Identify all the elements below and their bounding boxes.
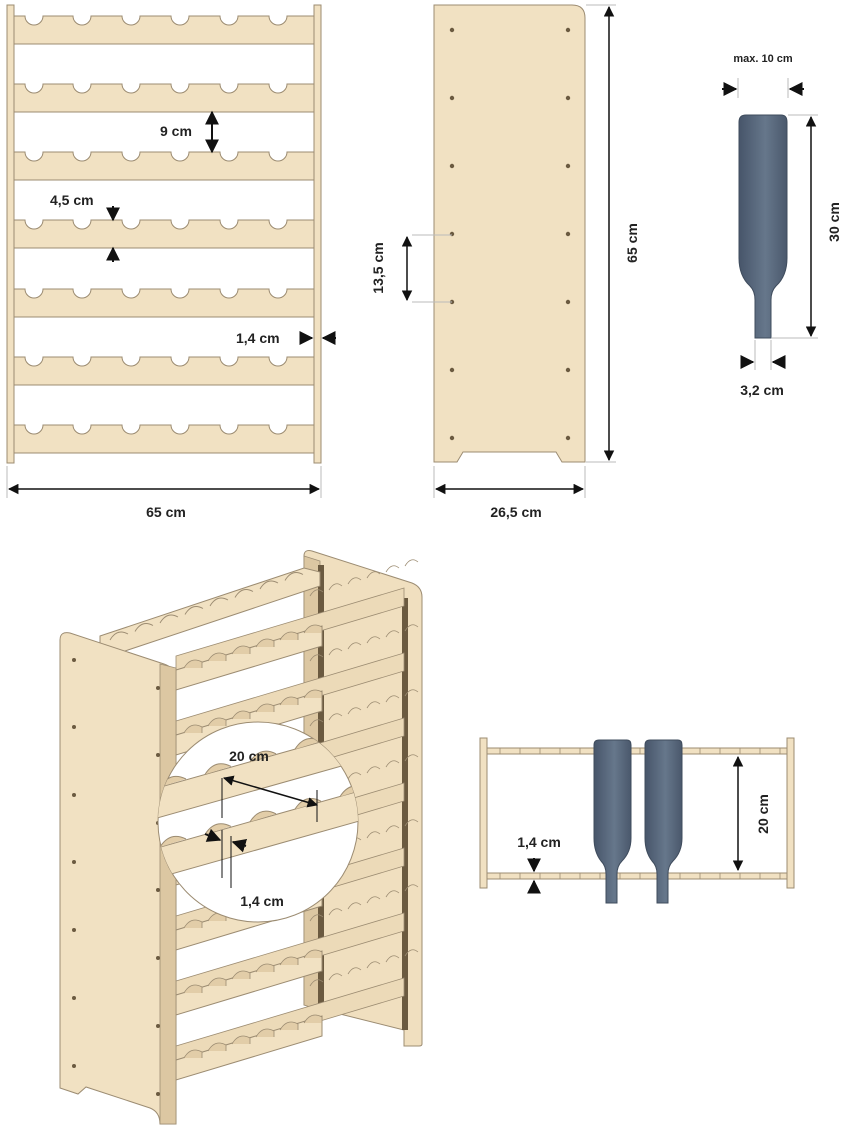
top-bottle-1: [593, 739, 632, 904]
top-left-end: [479, 737, 488, 889]
iso-hole: [72, 996, 76, 1000]
iso-hole: [72, 860, 76, 864]
top-right-end: [786, 737, 795, 889]
side-panel: [433, 4, 586, 463]
iso-hole: [156, 686, 160, 690]
side-hole: [565, 435, 571, 441]
iso-hole: [72, 793, 76, 797]
front-shelf-6: [13, 356, 315, 386]
front-shelf-1: [13, 15, 315, 45]
height-label: 65 cm: [624, 223, 640, 263]
front-shelf-7: [13, 424, 315, 454]
top-slat-thickness-label: 1,4 cm: [517, 834, 561, 850]
side-thickness-label: 1,4 cm: [236, 330, 280, 346]
detail-zoom-circle: 20 cm 1,4 cm: [157, 721, 359, 923]
side-hole: [565, 367, 571, 373]
top-view: 1,4 cm 20 cm: [479, 737, 795, 904]
side-hole: [565, 231, 571, 237]
side-hole: [449, 435, 455, 441]
front-shelf-5: [13, 288, 315, 318]
iso-front-side-panel: [59, 632, 177, 1125]
front-shelf-2: [13, 83, 315, 113]
top-bottle-2: [644, 739, 683, 904]
side-view: 13,5 cm 65 cm 26,5 cm: [370, 4, 640, 520]
side-hole: [565, 299, 571, 305]
depth-label: 26,5 cm: [490, 504, 541, 520]
top-rear-rail: [486, 747, 788, 755]
top-rail-spacing-label: 20 cm: [755, 794, 771, 834]
front-left-side-panel: [6, 4, 15, 464]
front-view: 9 cm 4,5 cm 1,4 cm 65 cm: [6, 4, 336, 520]
front-shelf-3: [13, 151, 315, 181]
slot-depth-label: 4,5 cm: [50, 192, 94, 208]
iso-hole: [72, 658, 76, 662]
side-hole: [449, 95, 455, 101]
iso-hole: [156, 888, 160, 892]
side-hole: [449, 27, 455, 33]
iso-hole: [72, 928, 76, 932]
side-hole: [565, 95, 571, 101]
bottle-max-diameter-label: max. 10 cm: [733, 53, 793, 65]
side-hole: [565, 163, 571, 169]
hole-spacing-label: 13,5 cm: [370, 242, 386, 293]
bottle-length-label: 30 cm: [826, 202, 842, 242]
detail-slot-pitch-label: 20 cm: [229, 748, 269, 764]
iso-hole: [156, 1024, 160, 1028]
detail-slat-thickness-label: 1,4 cm: [240, 893, 284, 909]
iso-hole: [72, 725, 76, 729]
bottle-neck-label: 3,2 cm: [740, 382, 784, 398]
side-hole: [449, 367, 455, 373]
iso-hole: [156, 956, 160, 960]
side-hole: [449, 231, 455, 237]
bottle-shape: [738, 114, 788, 339]
side-hole: [565, 27, 571, 33]
side-panel-holes: [449, 27, 571, 441]
iso-hole: [156, 1092, 160, 1096]
width-label: 65 cm: [146, 504, 186, 520]
iso-side-panel-holes: [72, 658, 160, 1096]
isometric-rack: 20 cm 1,4 cm: [59, 550, 423, 1125]
shelf-spacing-label: 9 cm: [160, 123, 192, 139]
front-right-side-panel: [313, 4, 322, 464]
front-shelf-4: [13, 219, 315, 249]
side-hole: [449, 163, 455, 169]
iso-hole: [72, 1064, 76, 1068]
iso-hole: [156, 753, 160, 757]
top-front-rail: [486, 872, 788, 880]
front-shelves: [13, 15, 315, 454]
bottle-dimensions: max. 10 cm 30 cm 3,2 cm: [722, 53, 842, 398]
